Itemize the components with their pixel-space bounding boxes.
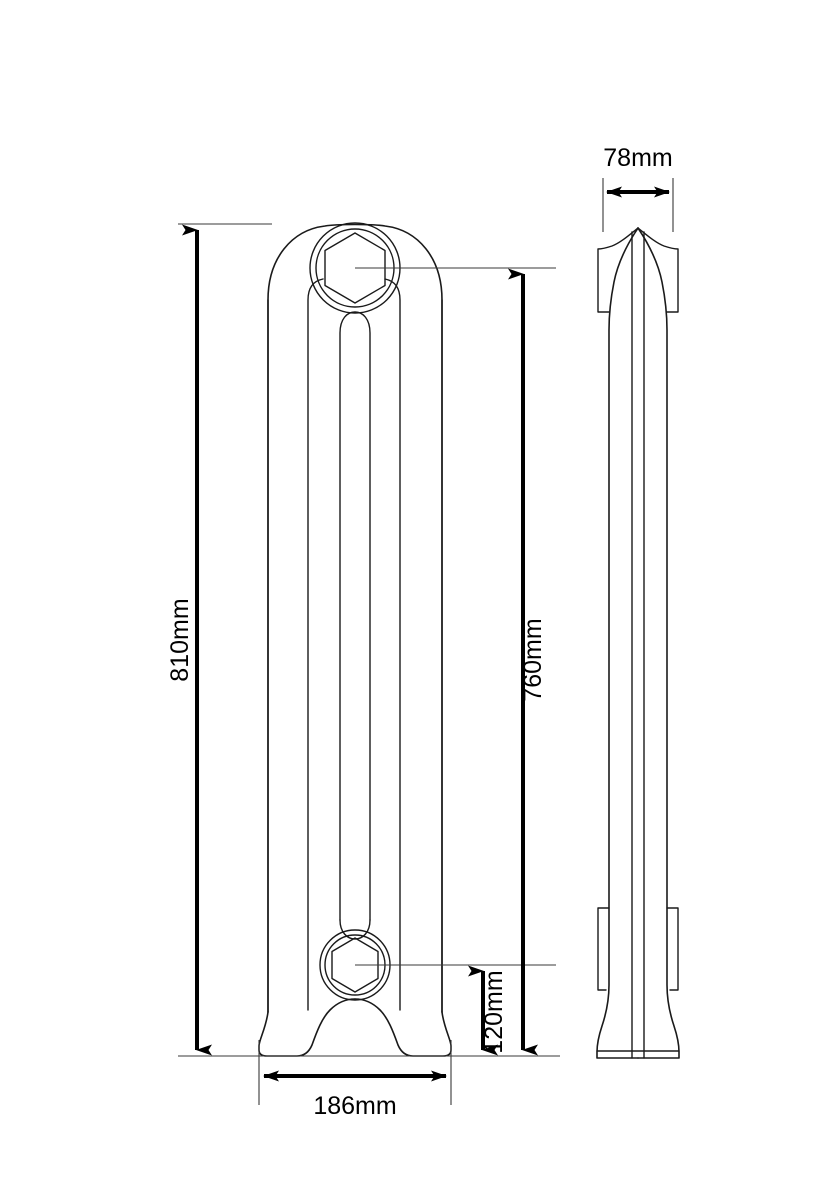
side-top-flare-left <box>597 227 639 313</box>
central-slot-bottom-cap <box>339 919 371 940</box>
side-bottom-bracket-left <box>597 907 610 991</box>
dimension-foot-centre-height: 120mm <box>468 965 508 1056</box>
side-bottom-bracket-right <box>666 907 679 991</box>
dimension-pipe-centre-height: 760mm <box>355 267 556 1056</box>
right-foot-outline <box>354 998 452 1057</box>
side-right-edge <box>637 227 680 1059</box>
bottom-tapping-hexagon <box>331 937 379 993</box>
central-slot-outline <box>339 311 371 921</box>
dimension-label-186: 186mm <box>313 1092 396 1120</box>
side-top-flare-right <box>637 227 679 313</box>
top-tapping-hexagon <box>324 232 386 304</box>
dimension-label-78: 78mm <box>603 144 672 172</box>
front-elevation-view <box>258 222 452 1057</box>
radiator-body-outline <box>267 223 443 1013</box>
side-elevation-view <box>596 227 680 1059</box>
column-line-5 <box>384 278 401 1011</box>
dimension-label-760: 760mm <box>519 618 547 701</box>
dimension-overall-height: 810mm <box>166 223 272 1057</box>
dimension-label-120: 120mm <box>480 970 508 1053</box>
dimension-depth: 78mm <box>602 144 674 232</box>
dimension-label-810: 810mm <box>166 598 194 681</box>
column-line-2 <box>307 278 324 1011</box>
top-hex-tapping <box>309 222 401 314</box>
side-left-edge <box>596 227 639 1059</box>
left-foot-outline <box>258 998 356 1057</box>
dimension-overall-width: 186mm <box>178 1040 560 1120</box>
